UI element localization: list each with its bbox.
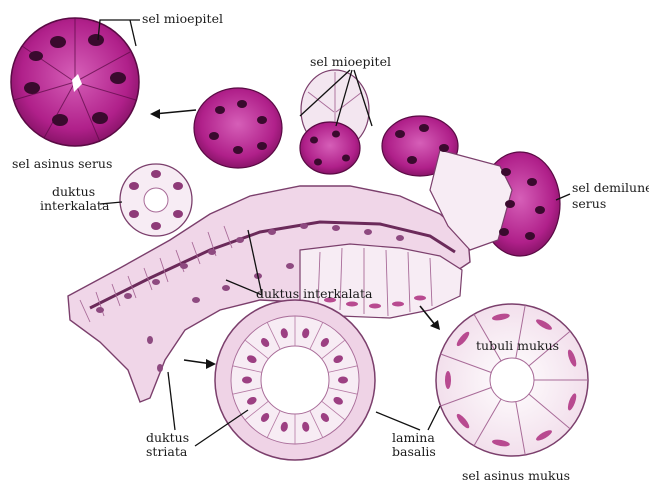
label-duktus-striata-1: duktus [146,430,189,445]
striated-cell-nucleus [242,377,252,384]
striated-cell-nucleus [338,377,348,384]
label-duktus-interkalata-left-2: interkalata [40,198,110,213]
label-tubuli-mukus: tubuli mukus [476,338,559,353]
label-sel-asinus-serus: sel asinus serus [12,156,112,171]
serous-acinus-center [300,122,360,174]
label-lamina-basalis-2: basalis [392,444,436,459]
label-duktus-striata-2: striata [146,444,188,459]
striated-duct-cross-section [215,300,375,460]
label-sel-demilune-1: sel demilune [572,180,649,195]
label-duktus-interkalata-left-1: duktus [52,184,95,199]
mucous-acinus-cross-section [436,304,588,456]
label-sel-mioepitel-mid: sel mioepitel [310,54,391,69]
intercalated-duct-cross-section [120,164,192,236]
serous-acinus-left [194,88,282,168]
mucous-cell-nucleus [445,371,451,389]
label-sel-demilune-2: serus [572,196,606,211]
label-lamina-basalis-1: lamina [392,430,435,445]
label-sel-asinus-mukus: sel asinus mukus [462,468,570,483]
label-duktus-interkalata-center: duktus interkalata [256,286,373,301]
serous-acinus-cross-section [11,18,139,146]
label-sel-mioepitel-top: sel mioepitel [142,11,223,26]
